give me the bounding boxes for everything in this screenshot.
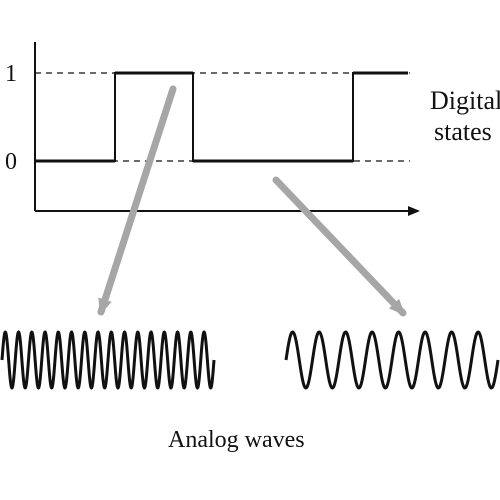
high-level-label: 1 [5,61,17,87]
analog-waves-label: Analog waves [168,427,305,453]
digital-states-label-line1: Digital [430,86,500,115]
digital-states-label-line2: states [434,117,492,146]
digital-square-wave [35,72,408,162]
low-frequency-wave [284,330,500,390]
low-level-label: 0 [5,149,17,175]
arrow-low-to-slow-wave [272,176,407,317]
high-frequency-wave [0,330,216,390]
arrow-high-to-fast-wave [97,85,177,316]
